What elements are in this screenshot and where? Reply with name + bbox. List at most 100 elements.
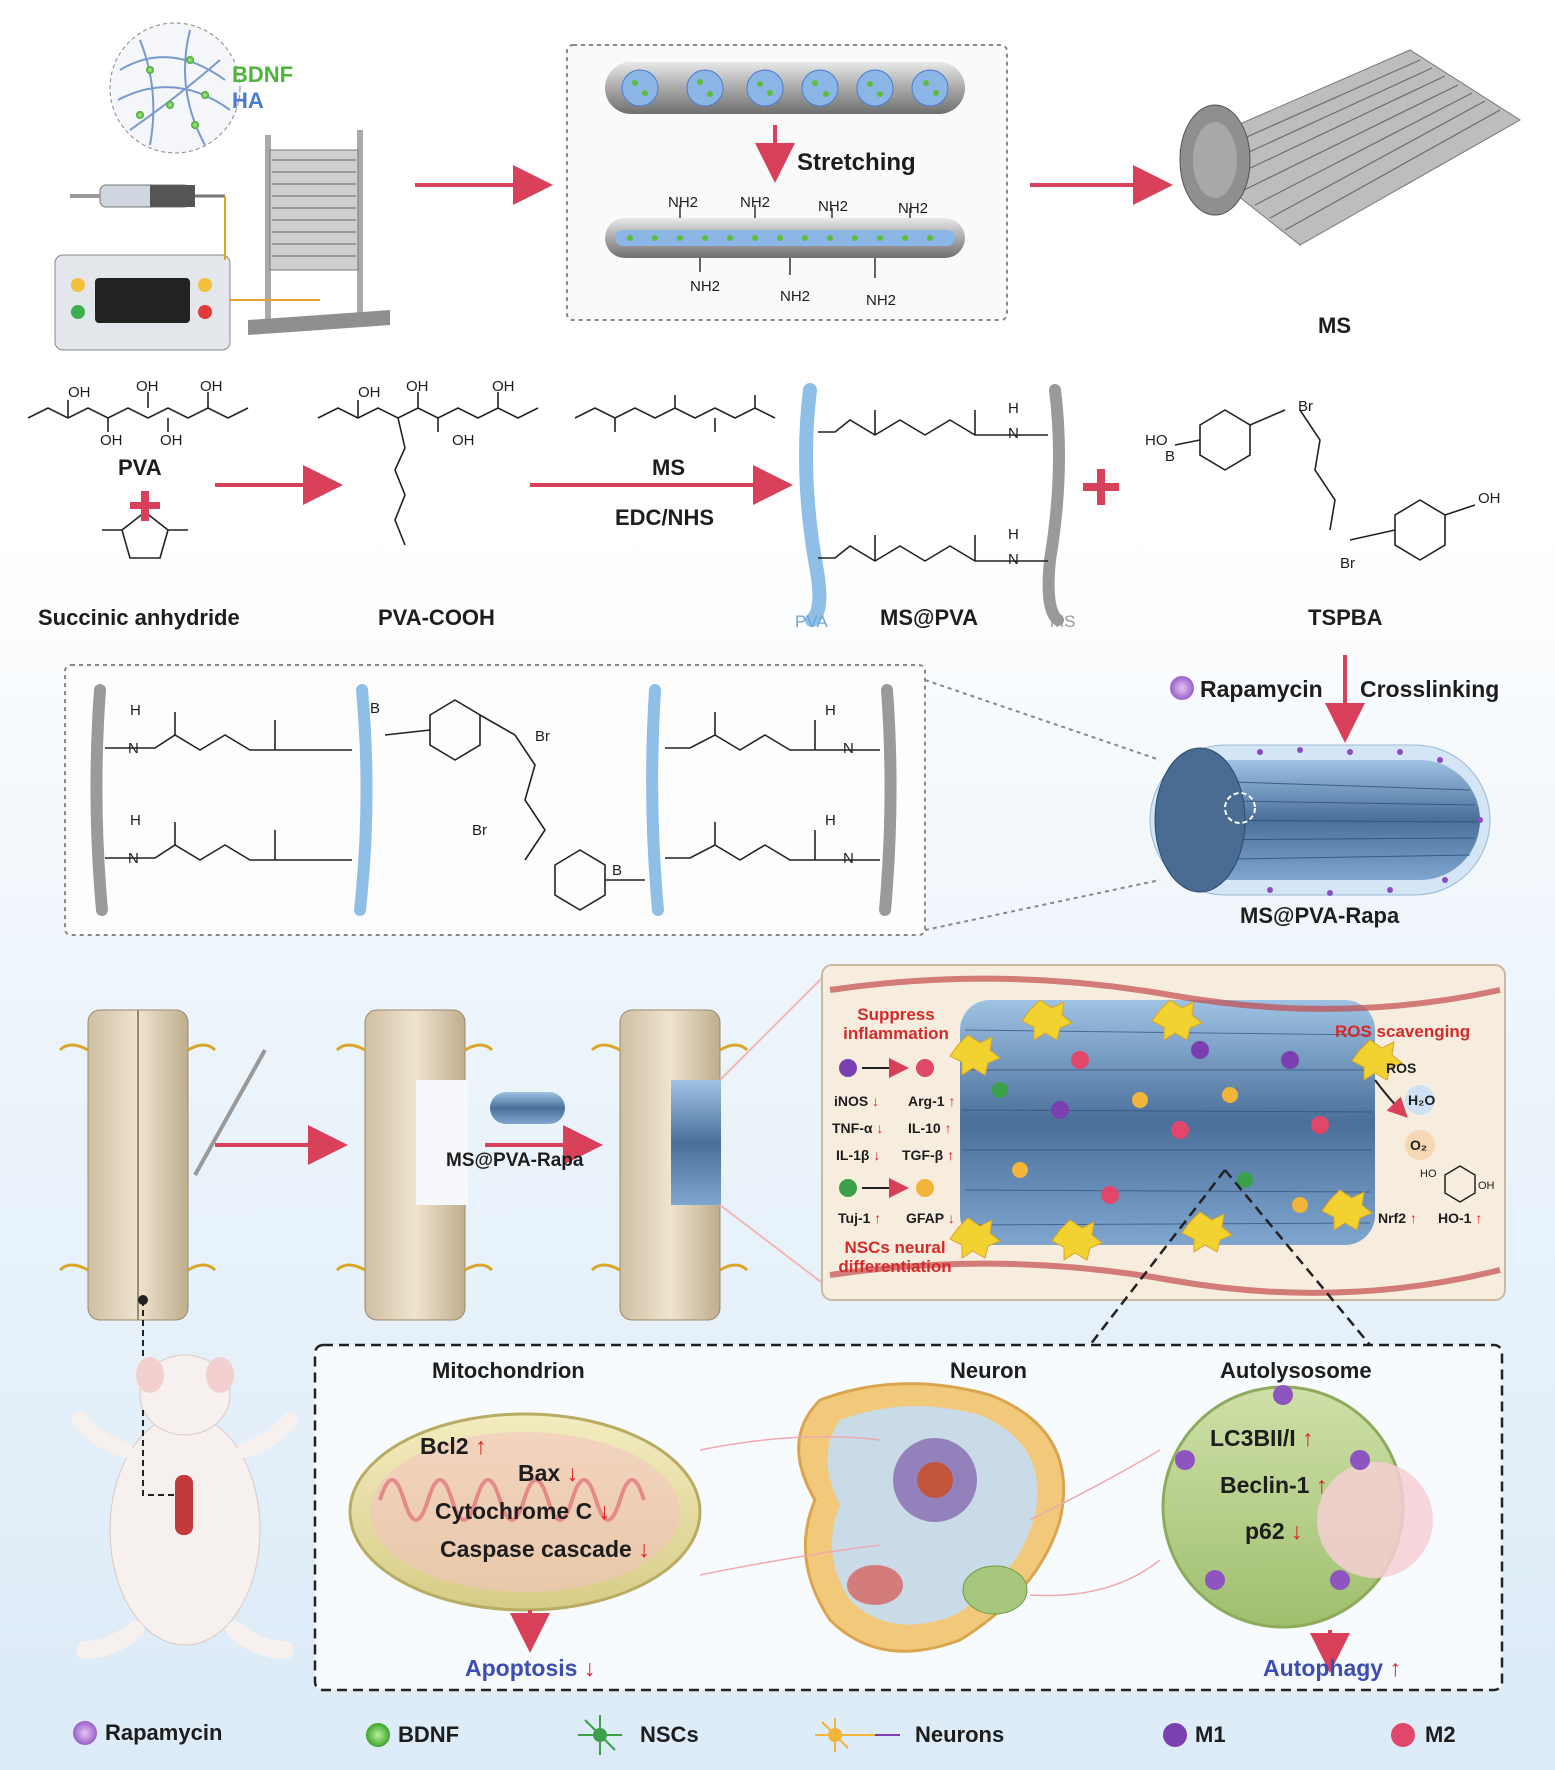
pva-plus xyxy=(130,491,160,521)
ros-scavenging-label: ROS scavenging xyxy=(1335,1022,1471,1041)
apoptosis-label: Apoptosis xyxy=(465,1655,595,1682)
box-h-4: H xyxy=(825,812,836,829)
bax-label: Bax xyxy=(518,1460,578,1487)
zoom-line-4 xyxy=(1224,1169,1371,1346)
pva-side-label: PVA xyxy=(795,612,828,631)
nh2-6: NH2 xyxy=(780,288,811,305)
zoom-line-1 xyxy=(924,679,1161,761)
n-2: N xyxy=(1008,551,1019,568)
legend-icons xyxy=(73,1715,1415,1755)
box-b-1: B xyxy=(370,700,381,717)
oh-2: OH xyxy=(136,378,159,395)
pva-label: PVA xyxy=(118,455,162,480)
suppress-label: Suppress inflammation xyxy=(843,1005,949,1043)
nh2-4: NH2 xyxy=(898,200,929,217)
ms-pva-rapa-label: MS@PVA-Rapa xyxy=(1240,903,1400,928)
rat-illustration xyxy=(72,1295,298,1659)
oh-3: OH xyxy=(200,378,223,395)
succinic-label: Succinic anhydride xyxy=(38,605,240,630)
nh2-3: NH2 xyxy=(818,198,849,215)
arg1-label: Arg-1 xyxy=(908,1093,955,1109)
tspba-br-1: Br xyxy=(1298,398,1313,415)
mini-scaffold xyxy=(490,1092,565,1124)
il1b-label: IL-1β xyxy=(836,1147,880,1163)
box-h-3: H xyxy=(825,702,836,719)
autophagy-label: Autophagy xyxy=(1263,1655,1401,1682)
implant-label: MS@PVA-Rapa xyxy=(446,1150,584,1171)
tgfb-label: TGF-β xyxy=(902,1147,954,1163)
p62-label: p62 xyxy=(1245,1518,1303,1545)
ms-amine-structure xyxy=(574,395,776,432)
box-h-1: H xyxy=(130,702,141,719)
crosslink-box xyxy=(64,664,926,936)
oh-9: OH xyxy=(452,432,475,449)
ms-pva-label: MS@PVA xyxy=(880,605,979,630)
plus-sign xyxy=(1083,469,1119,505)
lc3-label: LC3BII/I xyxy=(1210,1425,1314,1452)
rapamycin-dot xyxy=(1170,676,1194,700)
h-2: H xyxy=(1008,526,1019,543)
oh-5: OH xyxy=(160,432,183,449)
mitochondrion-title: Mitochondrion xyxy=(432,1358,585,1383)
tspba-oh: OH xyxy=(1478,490,1501,507)
spinal-cord-injured xyxy=(335,1009,494,1321)
box-n-2: N xyxy=(128,850,139,867)
tspba-ho: HO xyxy=(1145,432,1168,449)
tspba-br-2: Br xyxy=(1340,555,1355,572)
oh-small: OH xyxy=(1478,1180,1495,1192)
bdnf-label: BDNF xyxy=(232,62,294,87)
ms-caption: MS xyxy=(1318,313,1351,338)
o2-label: O₂ xyxy=(1410,1137,1428,1153)
ms-pva-rapa-scaffold xyxy=(1149,744,1491,896)
box-br-1: Br xyxy=(535,728,550,745)
oh-4: OH xyxy=(100,432,123,449)
legend-m2: M2 xyxy=(1425,1722,1456,1747)
legend-rapamycin: Rapamycin xyxy=(105,1720,223,1745)
oh-6: OH xyxy=(358,384,381,401)
legend-bdnf: BDNF xyxy=(398,1722,460,1747)
pva-cooh-label: PVA-COOH xyxy=(378,605,495,630)
edc-label: EDC/NHS xyxy=(615,505,715,530)
rapamycin-label: Rapamycin xyxy=(1200,676,1323,702)
bcl2-label: Bcl2 xyxy=(420,1433,486,1460)
box-h-2: H xyxy=(130,812,141,829)
nsc-diff-label: NSCs neural differentiation xyxy=(838,1238,952,1276)
tspba-structure xyxy=(1174,409,1476,561)
ha-label: HA xyxy=(232,88,264,113)
box-br-2: Br xyxy=(472,822,487,839)
legend-m1: M1 xyxy=(1195,1722,1226,1747)
ms-side-label: MS xyxy=(1050,612,1076,631)
legend-nscs: NSCs xyxy=(640,1722,699,1747)
tspba-label: TSPBA xyxy=(1308,605,1383,630)
nh2-5: NH2 xyxy=(690,278,721,295)
microenvironment-panel xyxy=(821,964,1506,1301)
n-1: N xyxy=(1008,425,1019,442)
crosslinking-label: Crosslinking xyxy=(1360,676,1500,702)
nh2-2: NH2 xyxy=(740,194,771,211)
ms-pva-structure xyxy=(799,383,1065,627)
caspase-label: Caspase cascade xyxy=(440,1536,650,1563)
spinal-cord-implanted xyxy=(590,974,826,1321)
electrospinning-setup xyxy=(54,22,390,351)
tnfa-label: TNF-α xyxy=(832,1120,883,1136)
oh-7: OH xyxy=(406,378,429,395)
box-n-3: N xyxy=(843,740,854,757)
cytc-label: Cytochrome C xyxy=(435,1498,610,1525)
pva-cooh-structure xyxy=(317,392,539,546)
zoom-line-2 xyxy=(924,879,1161,931)
neuron-title: Neuron xyxy=(950,1358,1027,1383)
ho1-label: HO-1 xyxy=(1438,1210,1482,1226)
h-1: H xyxy=(1008,400,1019,417)
oh-1: OH xyxy=(68,384,91,401)
autolysosome-title: Autolysosome xyxy=(1220,1358,1372,1383)
nh2-7: NH2 xyxy=(866,292,897,309)
stretching-label: Stretching xyxy=(797,149,916,176)
il10-label: IL-10 xyxy=(908,1120,952,1136)
oh-8: OH xyxy=(492,378,515,395)
tuj1-label: Tuj-1 xyxy=(838,1210,881,1226)
box-b-2: B xyxy=(612,862,623,879)
ros-main: ROS xyxy=(1386,1060,1417,1076)
beclin-label: Beclin-1 xyxy=(1220,1472,1327,1499)
legend-neurons: Neurons xyxy=(915,1722,1005,1747)
